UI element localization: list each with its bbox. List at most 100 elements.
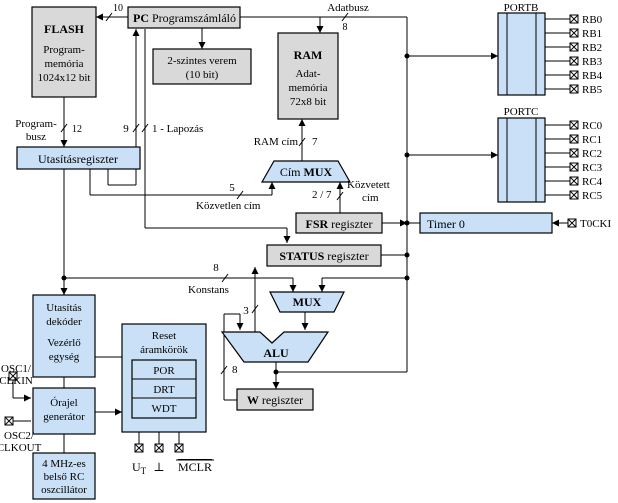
svg-text:8: 8: [213, 262, 219, 274]
svg-text:Reset: Reset: [152, 330, 176, 342]
svg-text:12: 12: [72, 124, 82, 135]
rc-oscillator: 4 MHz-es belső RC oszcillátor: [32, 452, 96, 500]
svg-text:8: 8: [343, 22, 348, 33]
svg-text:RC1: RC1: [582, 134, 602, 146]
svg-text:Vezérlő: Vezérlő: [47, 337, 81, 349]
flash-title: FLASH: [44, 22, 85, 36]
svg-text:egység: egység: [49, 351, 80, 363]
svg-text:7: 7: [312, 136, 318, 148]
svg-text:RB1: RB1: [582, 28, 602, 40]
svg-text:MUX: MUX: [293, 295, 322, 309]
svg-text:RC2: RC2: [582, 148, 602, 160]
pin-rb: [569, 14, 579, 94]
pin-rc: [569, 120, 579, 200]
svg-text:Utasítás: Utasítás: [46, 302, 81, 314]
address-mux: Cím MUX: [260, 160, 352, 183]
svg-text:áramkörök: áramkörök: [140, 344, 188, 356]
svg-text:2 / 7: 2 / 7: [312, 189, 332, 201]
svg-text:(10 bit): (10 bit): [186, 69, 219, 81]
flash-memory: FLASH Program- memória 1024x12 bit: [31, 6, 97, 98]
svg-text:memória: memória: [44, 58, 83, 70]
junction-dots: [61, 53, 410, 375]
fsr-register: FSR regiszter: [295, 212, 383, 234]
svg-text:RB3: RB3: [582, 56, 603, 68]
svg-text:FSR regiszter: FSR regiszter: [306, 217, 373, 231]
svg-text:Közvetett: Közvetett: [347, 179, 390, 191]
svg-text:Órajel: Órajel: [50, 397, 77, 409]
svg-text:oszcillátor: oszcillátor: [41, 484, 87, 496]
svg-text:Program-: Program-: [43, 44, 85, 56]
svg-text:RB4: RB4: [582, 70, 603, 82]
svg-text:2-szintes verem: 2-szintes verem: [167, 55, 237, 67]
pin-osc: [4, 371, 18, 426]
pin-reset: [134, 443, 184, 453]
portb: PORTB: [497, 2, 546, 96]
svg-text:Közvetlen cím: Közvetlen cím: [196, 200, 261, 212]
svg-text:3: 3: [243, 305, 249, 317]
svg-text:1 - Lapozás: 1 - Lapozás: [152, 123, 203, 135]
svg-text:memória: memória: [288, 82, 327, 94]
svg-text:4 MHz-es: 4 MHz-es: [42, 458, 86, 470]
svg-text:RB0: RB0: [582, 14, 603, 26]
svg-text:busz: busz: [26, 131, 46, 143]
svg-text:OSC2/: OSC2/: [4, 430, 35, 442]
instruction-register: Utasításregiszter: [16, 146, 141, 170]
status-register: STATUS regiszter: [266, 244, 382, 267]
instruction-decoder: Utasítás dekóder Vezérlő egység: [32, 294, 96, 378]
ut-label: UT: [132, 460, 147, 476]
clock-generator: Órajel generátor: [32, 387, 96, 435]
svg-text:T0CKI: T0CKI: [580, 218, 612, 230]
svg-text:RC3: RC3: [582, 162, 603, 174]
svg-text:8: 8: [232, 364, 238, 376]
svg-text:STATUS regiszter: STATUS regiszter: [279, 249, 368, 263]
pin-t0cki: [567, 218, 577, 228]
program-counter: PC Programszámláló: [127, 6, 241, 29]
svg-text:RB5: RB5: [582, 84, 603, 96]
svg-text:ALU: ALU: [263, 346, 289, 360]
svg-text:72x8 bit: 72x8 bit: [290, 96, 326, 108]
svg-text:Utasításregiszter: Utasításregiszter: [38, 152, 118, 166]
svg-text:belső RC: belső RC: [44, 471, 85, 483]
portc: PORTC: [497, 106, 546, 203]
timer0: Timer 0: [419, 212, 553, 234]
svg-text:RC0: RC0: [582, 120, 603, 132]
labels: Adatbusz 10 8 RB0 RB1 RB2 RB3 RB4 RB5 RC…: [0, 2, 612, 476]
svg-text:Timer 0: Timer 0: [427, 217, 465, 231]
svg-text:POR: POR: [153, 365, 175, 377]
pin-boxes: [4, 14, 579, 453]
svg-text:generátor: generátor: [43, 411, 85, 423]
adatbusz-label: Adatbusz: [327, 2, 369, 14]
svg-text:Program-: Program-: [15, 118, 57, 130]
svg-text:9: 9: [123, 123, 129, 135]
mux: MUX: [269, 291, 345, 313]
wires: [12, 12, 570, 453]
svg-text:PORTB: PORTB: [504, 2, 539, 14]
svg-text:5: 5: [229, 182, 235, 194]
svg-text:PC Programszámláló: PC Programszámláló: [133, 11, 236, 25]
svg-text:CLKIN: CLKIN: [0, 375, 33, 387]
alu: ALU: [220, 331, 330, 363]
svg-text:W regiszter: W regiszter: [247, 393, 303, 407]
w-register: W regiszter: [236, 388, 314, 411]
svg-text:RAM: RAM: [294, 48, 323, 62]
svg-text:⊥: ⊥: [153, 460, 164, 474]
svg-text:Cím MUX: Cím MUX: [280, 165, 333, 179]
reset-circuits: Reset áramkörök POR DRT WDT: [121, 323, 207, 433]
svg-text:10: 10: [113, 3, 123, 14]
ram: RAM Adat- memória 72x8 bit: [277, 32, 339, 120]
svg-text:RB2: RB2: [582, 42, 602, 54]
svg-text:MCLR: MCLR: [178, 460, 212, 474]
svg-text:CLKOUT: CLKOUT: [0, 442, 42, 454]
svg-text:RC4: RC4: [582, 176, 603, 188]
svg-text:WDT: WDT: [151, 403, 176, 415]
svg-text:Konstans: Konstans: [188, 284, 229, 296]
svg-text:DRT: DRT: [153, 384, 175, 396]
svg-text:dekóder: dekóder: [46, 316, 82, 328]
stack: 2-szintes verem (10 bit): [152, 48, 252, 85]
svg-text:Adat-: Adat-: [295, 68, 320, 80]
svg-text:RAM cím: RAM cím: [254, 136, 299, 148]
svg-text:1024x12 bit: 1024x12 bit: [38, 72, 91, 84]
svg-text:cím: cím: [362, 192, 379, 204]
svg-text:RC5: RC5: [582, 190, 603, 202]
svg-text:PORTC: PORTC: [504, 106, 539, 118]
